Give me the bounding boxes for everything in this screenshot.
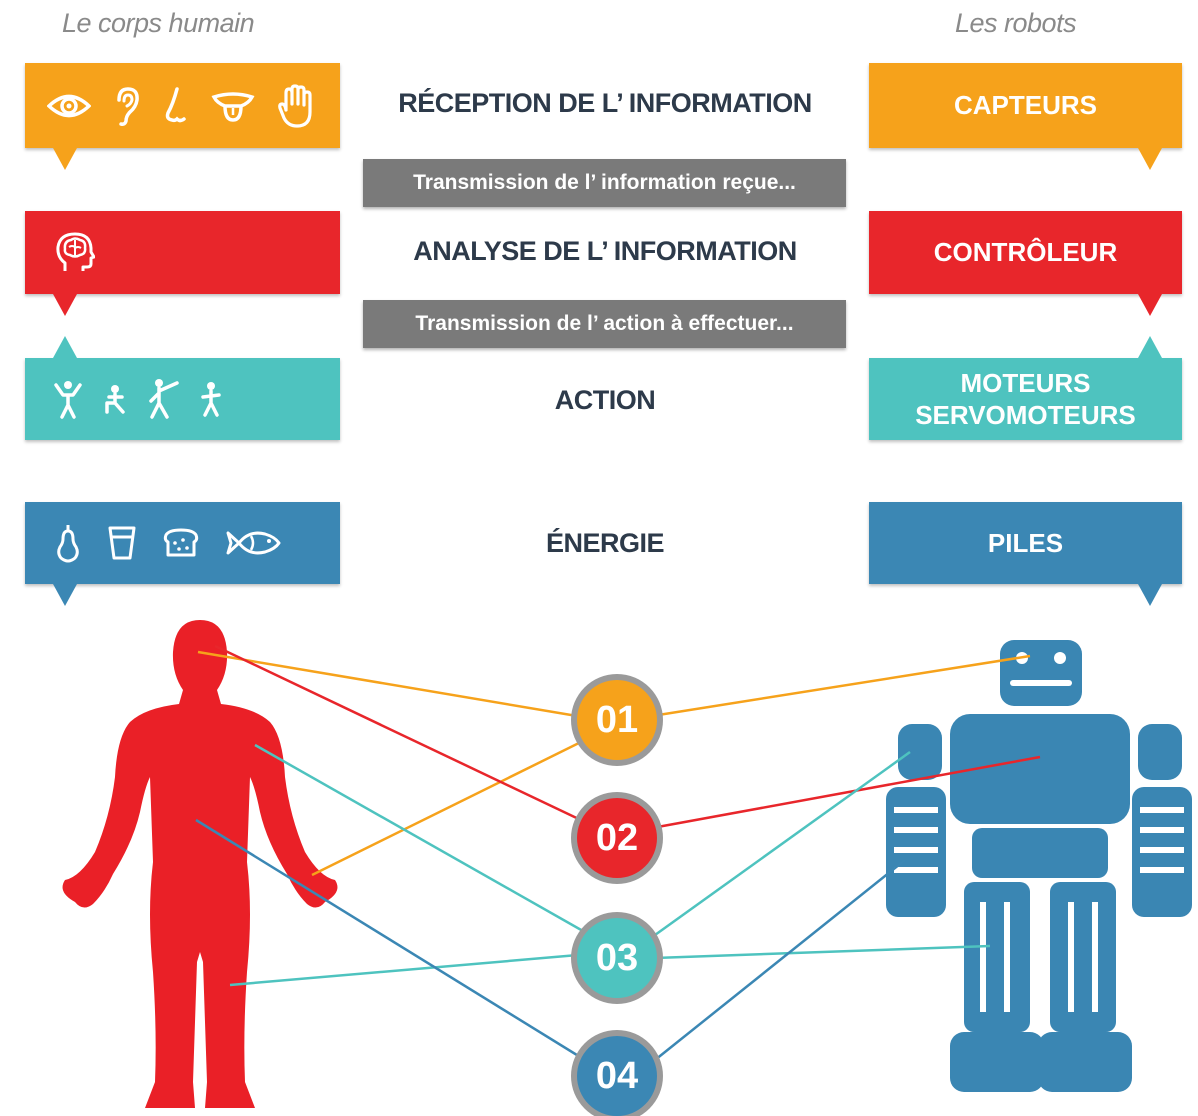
human-brain-box	[25, 211, 340, 316]
robot-batteries-box: PILES	[869, 502, 1182, 606]
robot-motors-box: MOTEURS SERVOMOTEURS	[869, 336, 1182, 440]
robot-label-piles: PILES	[987, 528, 1064, 558]
pointing-person-icon	[147, 377, 181, 421]
human-body-figure	[62, 620, 338, 1108]
kneeling-person-icon	[101, 384, 129, 414]
row-title-reception: RÉCEPTION DE L’ INFORMATION	[398, 88, 812, 118]
line-04-body	[195, 818, 586, 1062]
tongue-icon	[211, 89, 255, 123]
row-title-analyse: ANALYSE DE L’ INFORMATION	[413, 236, 797, 266]
robot-column-header: Les robots	[955, 8, 1077, 38]
callout-tail	[53, 336, 77, 358]
row-title-action: ACTION	[554, 385, 656, 415]
robot-sensors-box: CAPTEURS	[869, 63, 1182, 170]
robot-label-capteurs: CAPTEURS	[953, 90, 1097, 120]
line-03-robot-leg	[654, 944, 991, 960]
line-01-head	[197, 650, 578, 718]
human-energy-box	[25, 502, 340, 606]
line-03-arm	[254, 743, 591, 937]
robot-controller-box: CONTRÔLEUR	[869, 211, 1182, 316]
line-03-leg	[229, 953, 579, 987]
callout-tail	[1138, 336, 1162, 358]
human-action-box	[25, 336, 340, 440]
nose-icon	[163, 86, 189, 126]
line-02-head	[214, 644, 586, 824]
eye-icon	[47, 91, 91, 121]
callout-tail	[53, 294, 77, 316]
line-03-robot-arm	[654, 750, 911, 937]
action-icons	[25, 358, 340, 440]
walking-person-icon	[199, 381, 223, 417]
hand-icon	[277, 83, 315, 128]
glass-icon	[107, 525, 137, 561]
callout-tail	[1138, 148, 1162, 170]
robot-label-moteurs: MOTEURS	[960, 368, 1091, 398]
line-01-hand	[311, 738, 586, 877]
robot-figure	[886, 640, 1192, 1092]
row-title-energie: ÉNERGIE	[545, 528, 665, 558]
callout-tail	[1138, 294, 1162, 316]
human-senses-box	[25, 63, 340, 170]
bread-icon	[163, 528, 199, 558]
human-column-header: Le corps humain	[62, 8, 255, 38]
line-01-robot-head	[651, 654, 1031, 718]
ear-icon	[113, 86, 141, 126]
fish-icon	[225, 528, 281, 558]
robot-label-controleur: CONTRÔLEUR	[933, 237, 1118, 267]
pear-icon	[55, 523, 81, 563]
line-04-robot	[654, 859, 906, 1061]
senses-icons	[25, 63, 340, 148]
callout-tail	[1138, 584, 1162, 606]
dancing-person-icon	[53, 379, 83, 419]
energy-icons	[25, 502, 340, 584]
brain-head-icon	[55, 231, 95, 275]
transmission-action: Transmission de l’ action à effectuer...	[363, 300, 846, 348]
callout-tail	[53, 584, 77, 606]
robot-label-servomoteurs: SERVOMOTEURS	[915, 400, 1136, 430]
transmission-received: Transmission de l’ information reçue...	[363, 159, 846, 207]
line-02-robot	[651, 755, 1041, 830]
brain-icons	[25, 211, 340, 294]
callout-tail	[53, 148, 77, 170]
